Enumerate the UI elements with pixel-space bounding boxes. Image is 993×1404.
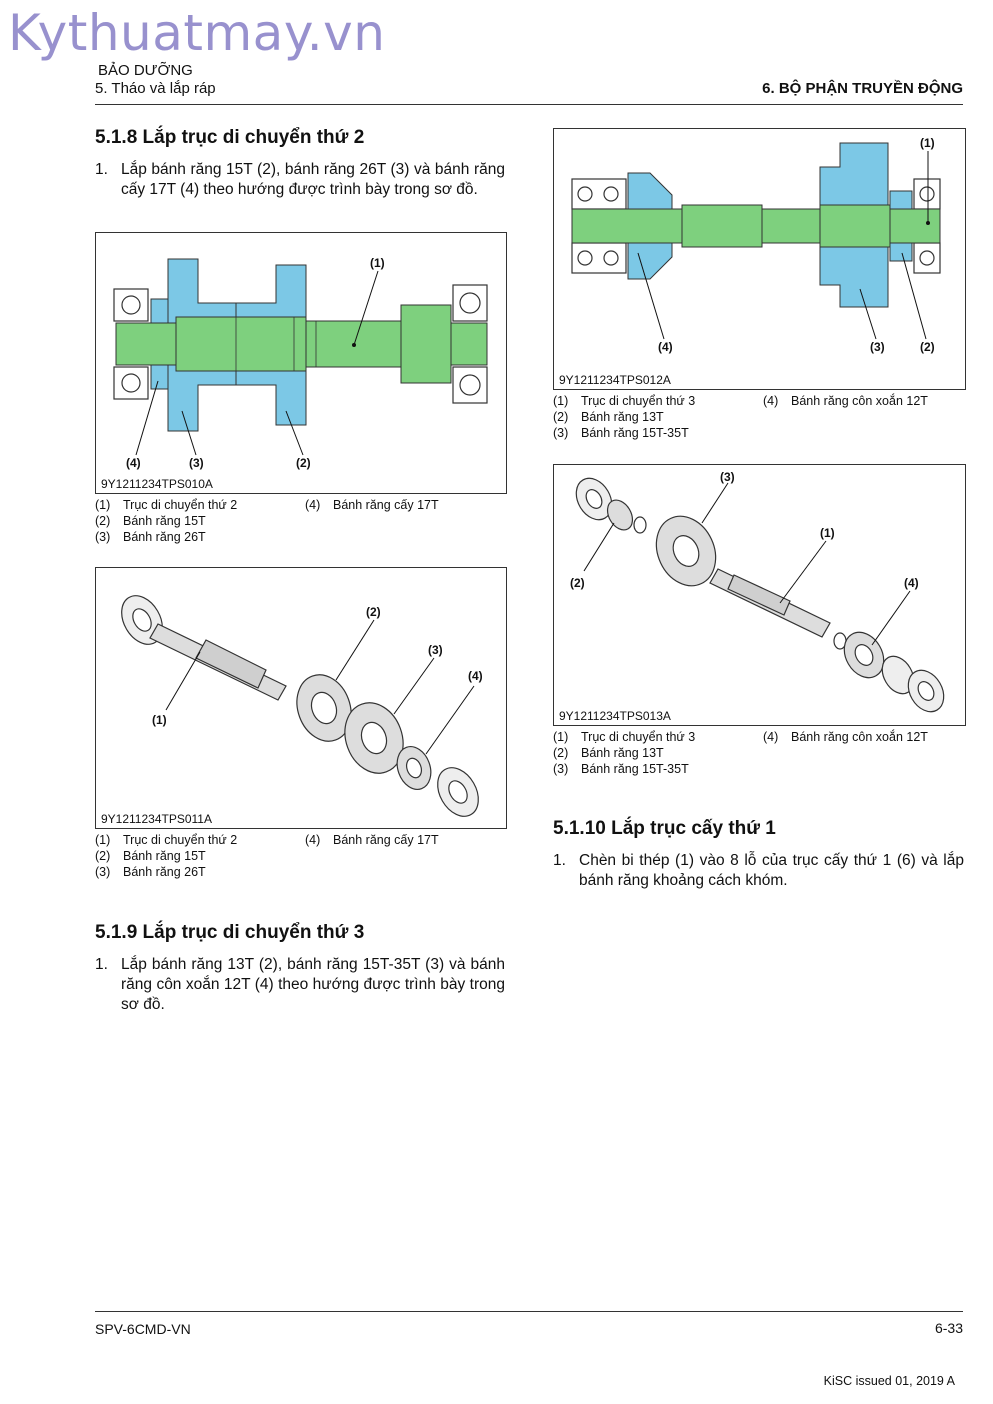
footer-page-number: 6-33 <box>934 1320 963 1336</box>
header-title: 6. BỘ PHẬN TRUYỀN ĐỘNG <box>762 80 963 97</box>
shaft-2-section-drawing: (1) (2) (3) (4) <box>113 256 488 470</box>
callout-1: (1) <box>920 136 935 150</box>
legend-item: (1)Trục di chuyển thứ 2 <box>95 498 238 512</box>
legend-item: (4)Bánh răng côn xoắn 12T <box>763 394 928 408</box>
callout-4: (4) <box>658 340 673 354</box>
legend-item: (3)Bánh răng 26T <box>95 865 206 879</box>
legend-item: (4)Bánh răng cấy 17T <box>305 498 439 512</box>
watermark: Kythuatmay.vn <box>8 4 386 62</box>
section-5-1-9-step: 1. Lắp bánh răng 13T (2), bánh răng 15T-… <box>95 955 505 1017</box>
header-chapter: BẢO DƯỠNG <box>98 62 193 79</box>
legend-tps012a: (1)Trục di chuyển thứ 3 (2)Bánh răng 13T… <box>553 393 964 443</box>
callout-1: (1) <box>370 256 385 270</box>
callout-1: (1) <box>820 526 835 540</box>
header-section: 5. Tháo và lắp ráp <box>95 80 216 97</box>
figure-tps013a: (3) (1) (2) (4) 9Y1211234TPS013A <box>553 464 966 726</box>
legend-item: (2)Bánh răng 15T <box>95 514 206 528</box>
footer-rule <box>95 1311 963 1312</box>
section-5-1-8-step: 1. Lắp bánh răng 15T (2), bánh răng 26T … <box>95 160 505 222</box>
callout-2: (2) <box>296 456 311 470</box>
legend-item: (3)Bánh răng 26T <box>95 530 206 544</box>
header-rule <box>95 104 963 105</box>
callout-3: (3) <box>720 470 735 484</box>
section-5-1-8-title: 5.1.8 Lắp trục di chuyển thứ 2 <box>95 127 365 148</box>
callout-3: (3) <box>428 643 443 657</box>
legend-tps011a: (1)Trục di chuyển thứ 2 (2)Bánh răng 15T… <box>95 832 505 882</box>
figure-tps010a: (1) (2) (3) (4) 9Y1211234TPS010A <box>95 232 507 494</box>
figure-code: 9Y1211234TPS011A <box>101 812 212 826</box>
legend-item: (1)Trục di chuyển thứ 3 <box>553 730 696 744</box>
callout-2: (2) <box>570 576 585 590</box>
footer-doc-code: SPV-6CMD-VN <box>95 1321 191 1337</box>
legend-item: (3)Bánh răng 15T-35T <box>553 762 689 776</box>
shaft-2-exploded-drawing: (1) (2) (3) (4) <box>121 595 483 817</box>
callout-2: (2) <box>366 605 381 619</box>
legend-tps013a: (1)Trục di chuyển thứ 3 (2)Bánh răng 13T… <box>553 729 964 779</box>
section-5-1-10-title: 5.1.10 Lắp trục cấy thứ 1 <box>553 818 776 839</box>
legend-item: (1)Trục di chuyển thứ 2 <box>95 833 238 847</box>
legend-item: (3)Bánh răng 15T-35T <box>553 426 689 440</box>
legend-item: (2)Bánh răng 15T <box>95 849 206 863</box>
callout-3: (3) <box>189 456 204 470</box>
step-number: 1. <box>553 852 566 869</box>
section-5-1-9-title: 5.1.9 Lắp trục di chuyển thứ 3 <box>95 922 365 943</box>
legend-item: (4)Bánh răng cấy 17T <box>305 833 439 847</box>
figure-code: 9Y1211234TPS010A <box>101 477 213 491</box>
legend-item: (4)Bánh răng côn xoắn 12T <box>763 730 928 744</box>
figure-tps011a: (1) (2) (3) (4) 9Y1211234TPS011A <box>95 567 507 829</box>
step-text: Chèn bi thép (1) vào 8 lỗ của trục cấy t… <box>579 852 964 889</box>
shaft-3-section-drawing: (1) (2) (3) (4) <box>571 136 941 354</box>
step-text: Lắp bánh răng 15T (2), bánh răng 26T (3)… <box>121 161 505 198</box>
section-5-1-10-step: 1. Chèn bi thép (1) vào 8 lỗ của trục cấ… <box>553 851 964 895</box>
footer-issued: KiSC issued 01, 2019 A <box>823 1374 955 1388</box>
legend-item: (2)Bánh răng 13T <box>553 410 664 424</box>
callout-4: (4) <box>904 576 919 590</box>
figure-code: 9Y1211234TPS012A <box>559 373 671 387</box>
callout-1: (1) <box>152 713 167 727</box>
callout-4: (4) <box>468 669 483 683</box>
callout-3: (3) <box>870 340 885 354</box>
figure-code: 9Y1211234TPS013A <box>559 709 671 723</box>
callout-2: (2) <box>920 340 935 354</box>
callout-4: (4) <box>126 456 141 470</box>
shaft-3-exploded-drawing: (3) (1) (2) (4) <box>570 470 945 713</box>
step-number: 1. <box>95 161 108 178</box>
legend-tps010a: (1)Trục di chuyển thứ 2 (2)Bánh răng 15T… <box>95 497 505 547</box>
legend-item: (2)Bánh răng 13T <box>553 746 664 760</box>
figure-tps012a: (1) (2) (3) (4) 9Y1211234TPS012A <box>553 128 966 390</box>
step-text: Lắp bánh răng 13T (2), bánh răng 15T-35T… <box>121 956 505 1013</box>
legend-item: (1)Trục di chuyển thứ 3 <box>553 394 696 408</box>
step-number: 1. <box>95 956 108 973</box>
